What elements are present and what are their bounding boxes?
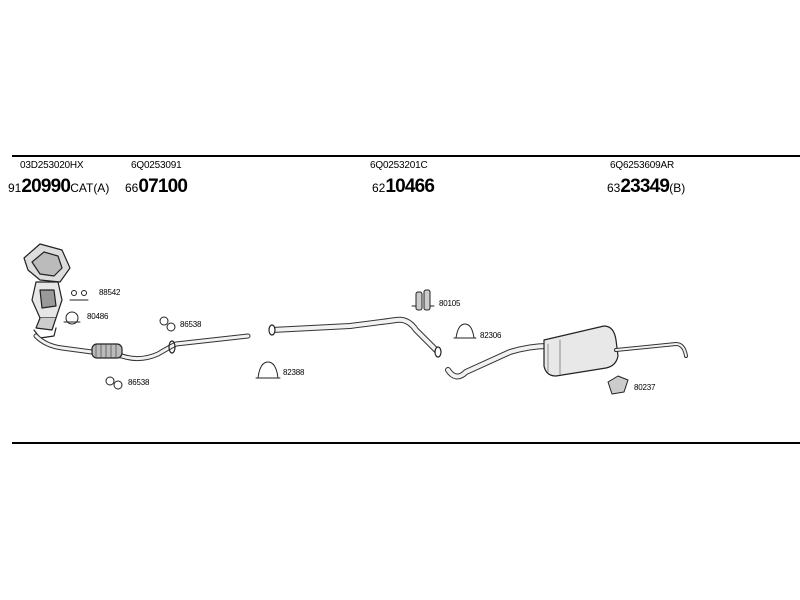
accessory-label: 82306: [480, 331, 502, 340]
accessory-label: 80237: [634, 383, 656, 392]
part-number-middle-pipe: 6210466: [372, 176, 435, 198]
oe-number-rear-silencer: 6Q6253609AR: [610, 160, 674, 171]
accessory-label: 88542: [99, 288, 121, 297]
catalytic-converter-drawing: [23, 243, 71, 339]
bottom-rule: [12, 442, 800, 444]
rear-silencer-drawing: [445, 325, 688, 380]
accessory-label: 80486: [87, 312, 109, 321]
front-pipe-drawing: [33, 333, 251, 362]
part-number-prefix: 66: [125, 181, 139, 195]
part-number-suffix: (B): [669, 181, 686, 195]
accessory-label: 80105: [439, 299, 461, 308]
accessory-label: 86538: [128, 378, 150, 387]
part-number-main: 07100: [138, 176, 188, 197]
oe-number-middle-pipe: 6Q0253201C: [370, 160, 428, 171]
part-number-main: 23349: [620, 176, 670, 197]
part-number-prefix: 62: [372, 181, 386, 195]
oe-number-front-pipe: 6Q0253091: [131, 160, 182, 171]
part-number-rear-silencer: 6323349(B): [607, 176, 685, 198]
accessory-icons: [63, 289, 629, 395]
part-number-prefix: 91: [8, 181, 22, 195]
part-number-main: 20990: [21, 176, 71, 197]
oe-number-catalyst: 03D253020HX: [20, 160, 84, 171]
middle-pipe-drawing: [268, 316, 442, 358]
part-number-catalyst: 9120990CAT(A): [8, 176, 109, 198]
part-number-main: 10466: [385, 176, 435, 197]
part-number-suffix: CAT(A): [70, 181, 110, 195]
top-rule: [12, 155, 800, 157]
part-number-prefix: 63: [607, 181, 621, 195]
accessory-label: 86538: [180, 320, 202, 329]
part-number-front-pipe: 6607100: [125, 176, 188, 198]
accessory-label: 82388: [283, 368, 305, 377]
